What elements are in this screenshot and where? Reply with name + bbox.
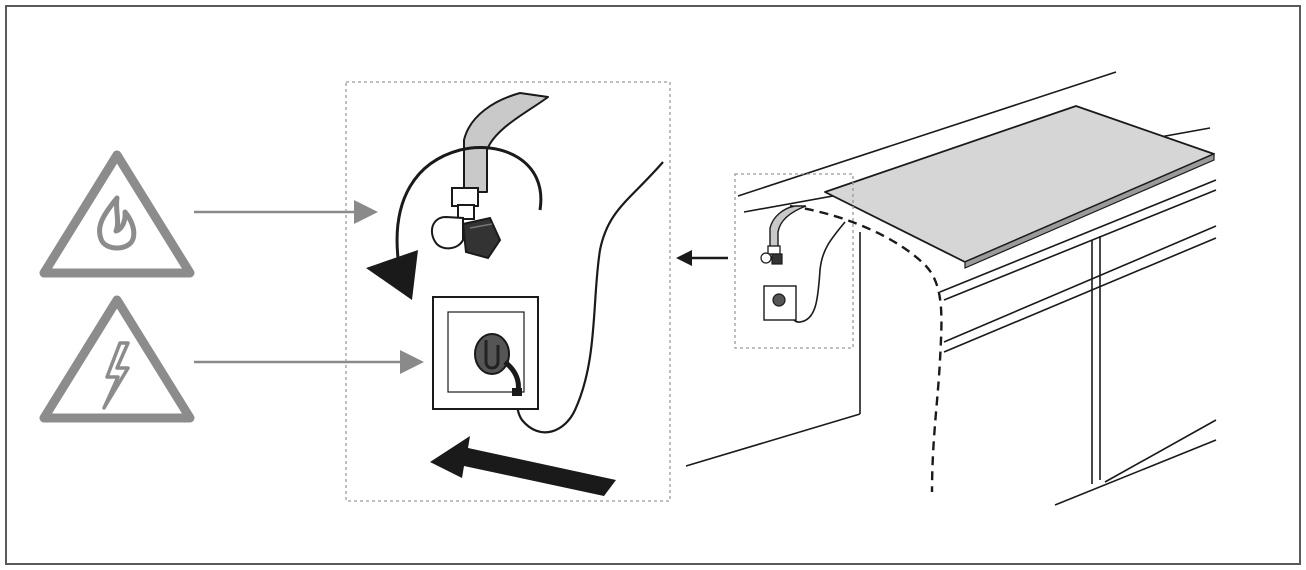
cabinet-cut-line bbox=[789, 204, 943, 493]
fire-pointer-arrow bbox=[194, 200, 378, 224]
gas-tap bbox=[430, 187, 502, 260]
cooktop bbox=[824, 105, 1215, 269]
plug bbox=[474, 333, 522, 396]
pull-out-arrow bbox=[430, 436, 616, 496]
zoom-reference-arrow bbox=[676, 250, 728, 266]
small-power-cable bbox=[789, 221, 846, 323]
electric-pointer-arrow bbox=[194, 350, 424, 374]
rotate-arrow bbox=[366, 146, 543, 300]
electric-warning-icon bbox=[39, 295, 195, 423]
fire-warning-icon bbox=[39, 150, 195, 278]
small-detail-box bbox=[734, 173, 854, 349]
detail-zoom-box bbox=[345, 81, 671, 502]
outer-border bbox=[5, 5, 1301, 565]
power-cable bbox=[514, 161, 664, 434]
small-gas-tap bbox=[760, 205, 807, 265]
small-power-socket bbox=[763, 285, 797, 321]
gas-hose bbox=[463, 92, 549, 193]
